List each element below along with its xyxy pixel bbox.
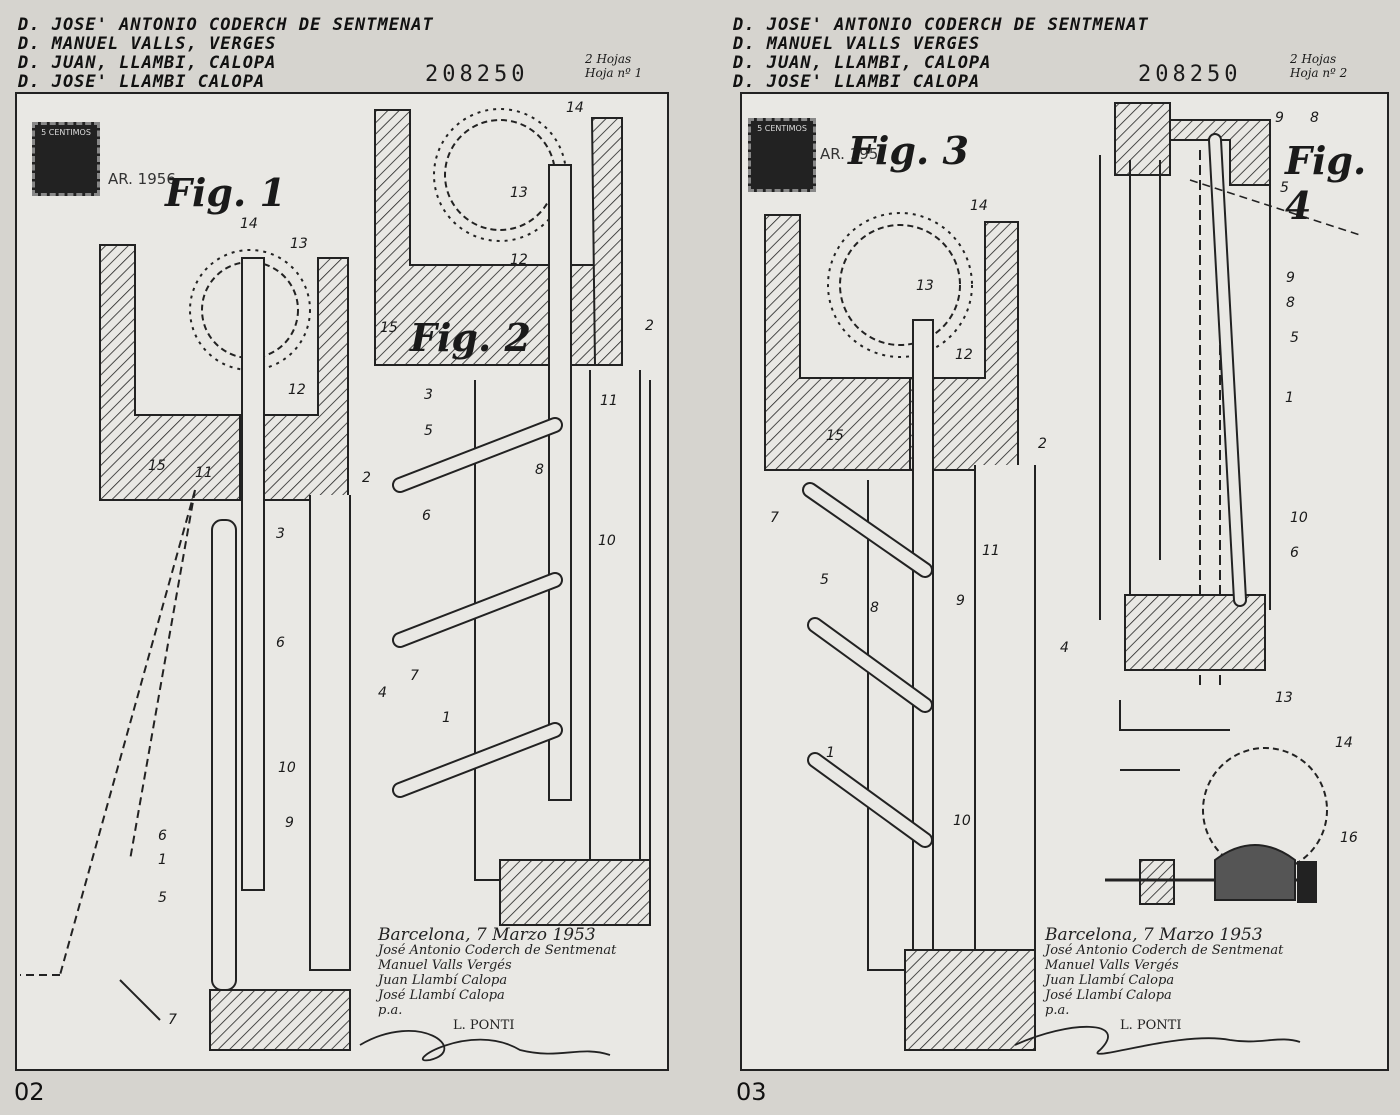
page-number-right: 03 — [736, 1078, 767, 1106]
page-number-left: 02 — [14, 1078, 45, 1106]
